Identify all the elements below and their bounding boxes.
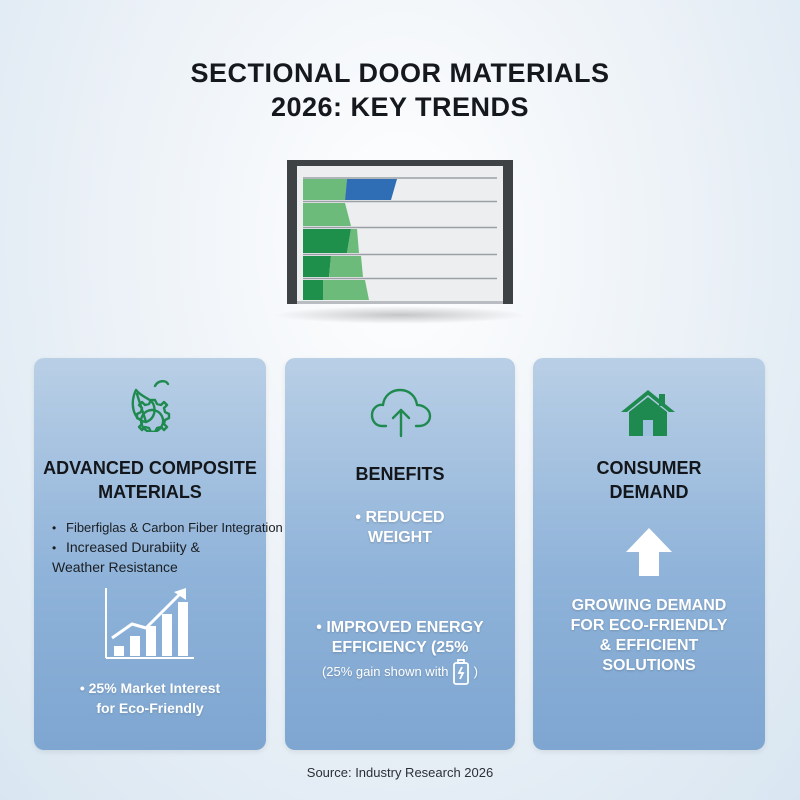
benefits-heading: BENEFITS (355, 464, 445, 484)
cloud-upload-icon (370, 388, 432, 438)
card-advanced-composites: ADVANCED COMPOSITE MATERIALS • Fiberfigla… (34, 358, 283, 750)
demand-line-1: GROWING DEMAND (571, 597, 727, 614)
demand-line-3: & EFFICIENT (599, 637, 699, 654)
door-shadow (273, 306, 527, 324)
benefit-line: • IMPROVED ENERGY (316, 619, 484, 636)
battery-charging-icon (453, 659, 469, 685)
stat-line-1-text: 25% Market Interest (88, 680, 221, 696)
stat-line-1: • 25% Market Interest (79, 680, 221, 696)
title-line-1: SECTIONAL DOOR MATERIALS (190, 58, 610, 88)
leaf-gear-icon (131, 380, 171, 432)
benefit-reduced-weight: • REDUCED WEIGHT (285, 508, 515, 548)
demand-line-4: SOLUTIONS (602, 657, 696, 674)
demand-heading-line-1: CONSUMER (596, 458, 702, 478)
composites-stat: • 25% Market Interest for Eco-Friendly (34, 678, 266, 718)
composites-bullets: •Fiberfiglas & Carbon Fiber Integration … (52, 518, 283, 577)
card-benefits: BENEFITS • REDUCED WEIGHT • IMPROVED ENE… (285, 358, 515, 750)
benefit-line: EFFICIENCY (25% (331, 639, 469, 656)
page-title: SECTIONAL DOOR MATERIALS 2026: KEY TREND… (0, 56, 800, 124)
door-graphic (287, 160, 513, 304)
house-icon (621, 390, 675, 436)
demand-heading-line-2: DEMAND (609, 482, 689, 502)
demand-line-2: FOR ECO-FRIENDLY (570, 617, 728, 634)
bar-chart-growth-icon (105, 588, 194, 659)
benefit-line-small: (25% gain shown with ) (285, 658, 515, 686)
bullet-continuation: Weather Resistance (52, 559, 178, 575)
benefit-energy-efficiency: • IMPROVED ENERGY EFFICIENCY (25% (25% g… (285, 618, 515, 686)
sectional-door-icon (273, 160, 527, 324)
demand-heading: CONSUMER DEMAND (533, 456, 765, 504)
composites-heading: ADVANCED COMPOSITE MATERIALS (34, 456, 266, 504)
bullet-dot: • (52, 521, 57, 535)
bullet-item: • Fiberfiglas & Carbon Fiber Integration (52, 518, 283, 538)
benefit-line-text: REDUCED (365, 509, 445, 526)
bullet-text: Increased Durabiity & (66, 539, 200, 555)
composites-heading-line-2: MATERIALS (98, 482, 202, 502)
bullet-item: • Increased Durabiity & (52, 538, 283, 558)
arrow-up-icon (626, 528, 672, 576)
title-line-2: 2026: KEY TRENDS (270, 92, 530, 122)
source-note: Source: Industry Research 2026 (306, 765, 494, 780)
demand-text: GROWING DEMAND FOR ECO-FRIENDLY & EFFICI… (533, 596, 765, 676)
benefit-line: • REDUCED (355, 509, 445, 526)
composites-heading-line-1: ADVANCED COMPOSITE (43, 458, 257, 478)
bullet-text: Fiberfiglas & Carbon Fiber Integration (66, 520, 283, 535)
bullet-dot: • (52, 541, 57, 555)
card-consumer-demand: CONSUMER DEMAND GROWING DEMAND FOR ECO-F… (533, 358, 765, 750)
benefit-line-text: IMPROVED ENERGY (326, 619, 484, 636)
stat-line-2: for Eco-Friendly (96, 700, 204, 716)
benefit-line: WEIGHT (368, 529, 432, 546)
benefit-line-small-text: (25% gain shown with (321, 664, 449, 679)
